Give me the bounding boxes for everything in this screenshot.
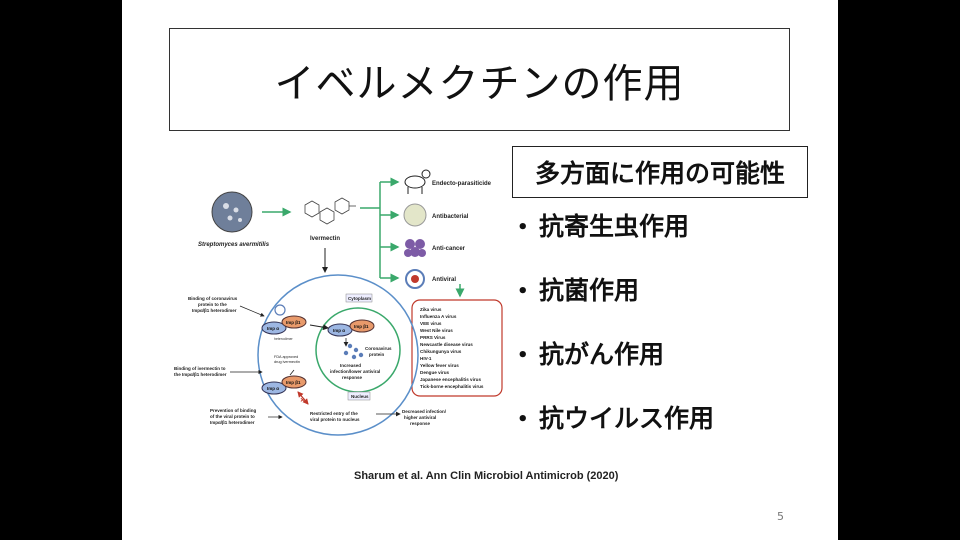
bullet-dot: • [517, 217, 529, 238]
fda-label: drug ivermectin [274, 360, 300, 364]
bullet-dot: • [517, 409, 529, 430]
left-label: protein to the [198, 302, 227, 307]
activity-label: Antiviral [432, 277, 456, 283]
corona-label: protein [369, 352, 385, 357]
source-organism: Streptomyces avermitilis [198, 242, 270, 248]
coronavirus-protein-icon [343, 343, 364, 360]
slide-title: イベルメクチンの作用 [274, 60, 685, 107]
arrow [309, 324, 329, 331]
slide: イベルメクチンの作用 多方面に作用の可能性 • 抗寄生虫作用 • 抗菌作用 • 抗がん… [122, 0, 838, 540]
cytoplasm-tag [345, 293, 373, 303]
subtitle-box: 多方面に作用の可能性 [512, 146, 808, 198]
drug-name: Ivermectin [310, 236, 340, 242]
restricted-label: viral protein to nucleus [310, 417, 360, 422]
activity-label: Endecto-parasiticide [432, 181, 492, 187]
bullet-text: 抗がん作用 [539, 340, 665, 369]
imp-heterodimer-blocked: Imp α Imp β1 [261, 375, 307, 395]
arrow [239, 305, 265, 317]
imp-alpha-label: Imp α [267, 326, 279, 331]
virus-item: Newcastle disease virus [420, 342, 473, 347]
activity-label: Anti-cancer [432, 246, 466, 252]
restricted-label: Restricted entry of the [310, 411, 358, 416]
increased-label: response [342, 375, 363, 380]
bullet-text: 抗菌作用 [539, 276, 640, 305]
imp-alpha-label: Imp α [333, 328, 345, 333]
virus-item: Japanese encephalitis virus [420, 377, 481, 382]
title-box: イベルメクチンの作用 [169, 28, 790, 131]
left-label: Impα/β1 heterodimer [210, 420, 255, 425]
virus-list: Zika virus Influenza A virus VEE virus W… [420, 307, 484, 389]
imp-heterodimer-nucleus: Imp α Imp β1 [327, 319, 375, 337]
block-mark: ✕ [300, 397, 305, 404]
cytoplasm-label: Cytoplasm [348, 296, 371, 301]
imp-beta-label: Imp β1 [286, 380, 301, 385]
nucleus-tag [347, 391, 371, 401]
virus-item: PRRS Virus [420, 335, 446, 340]
citation: Sharum et al. Ann Clin Microbiol Antimic… [354, 470, 619, 482]
bullet-dot: • [517, 345, 529, 366]
dog-icon [404, 169, 431, 194]
left-label: of the viral protein to [210, 414, 255, 419]
page-number: 5 [777, 510, 784, 523]
left-label: the Impα/β1 heterodimer [174, 372, 227, 377]
virus-item: Chikungunya virus [420, 349, 462, 354]
slide-subtitle: 多方面に作用の可能性 [534, 159, 785, 188]
increased-label: Increased [340, 363, 361, 368]
ivermectin-mechanism-figure: Streptomyces avermitilis Ivermectin [170, 160, 510, 444]
cancer-cells-icon [404, 239, 426, 257]
virus-icon [274, 304, 286, 316]
heterodimer-label: heterodimer [274, 337, 294, 341]
bullet-dot: • [517, 281, 529, 302]
arrow [289, 369, 295, 376]
molecule-icon [304, 197, 356, 225]
decreased-label: higher antiviral [404, 415, 436, 420]
left-label: Prevention of binding [210, 408, 256, 413]
virus-item: Tick-borne encephalitis virus [420, 384, 484, 389]
increased-label: infection/lower antiviral [330, 369, 380, 374]
bullet-text: 抗ウイルス作用 [539, 404, 715, 433]
decreased-label: Decreased infection/ [402, 409, 447, 414]
virus-item: Zika virus [420, 307, 442, 312]
virus-item: VEE virus [420, 321, 442, 326]
left-label: Binding of coronavirus [188, 296, 238, 301]
bullet-text: 抗寄生虫作用 [539, 212, 690, 241]
decreased-label: response [410, 421, 431, 426]
petri-dish-icon [403, 203, 427, 227]
virus-item: Dengue virus [420, 370, 450, 375]
fda-label: FDA approved [274, 355, 298, 359]
figure-svg: Streptomyces avermitilis Ivermectin [174, 169, 503, 436]
list-item: • 抗寄生虫作用 [517, 205, 714, 269]
streptomyces-culture-icon [211, 191, 253, 233]
bullet-list: • 抗寄生虫作用 • 抗菌作用 • 抗がん作用 • 抗ウイルス作用 [517, 205, 714, 461]
list-item: • 抗菌作用 [517, 269, 714, 333]
cell-membrane [257, 274, 419, 436]
virus-item: HIV-1 [420, 356, 432, 361]
virus-icon [405, 269, 425, 289]
left-labels: Binding of coronavirus protein to the Im… [174, 296, 256, 425]
left-label: Impα/β1 heterodimer [192, 308, 237, 313]
list-item: • 抗ウイルス作用 [517, 397, 714, 461]
virus-item: Yellow fever virus [420, 363, 459, 368]
left-label: Binding of ivermectin to [174, 366, 226, 371]
list-item: • 抗がん作用 [517, 333, 714, 397]
imp-beta-label: Imp β1 [354, 324, 369, 329]
blocked-arrow [297, 391, 309, 405]
activity-label: Antibacterial [432, 214, 469, 220]
virus-list-box [411, 299, 503, 397]
nucleus-label: Nucleus [351, 394, 369, 399]
corona-label: Coronavirus [365, 346, 392, 351]
virus-item: Influenza A virus [420, 314, 457, 319]
virus-item: West Nile virus [420, 328, 453, 333]
imp-beta-label: Imp β1 [286, 320, 301, 325]
imp-heterodimer-upper: Imp α Imp β1 heterodimer [261, 315, 307, 341]
imp-alpha-label: Imp α [267, 386, 279, 391]
